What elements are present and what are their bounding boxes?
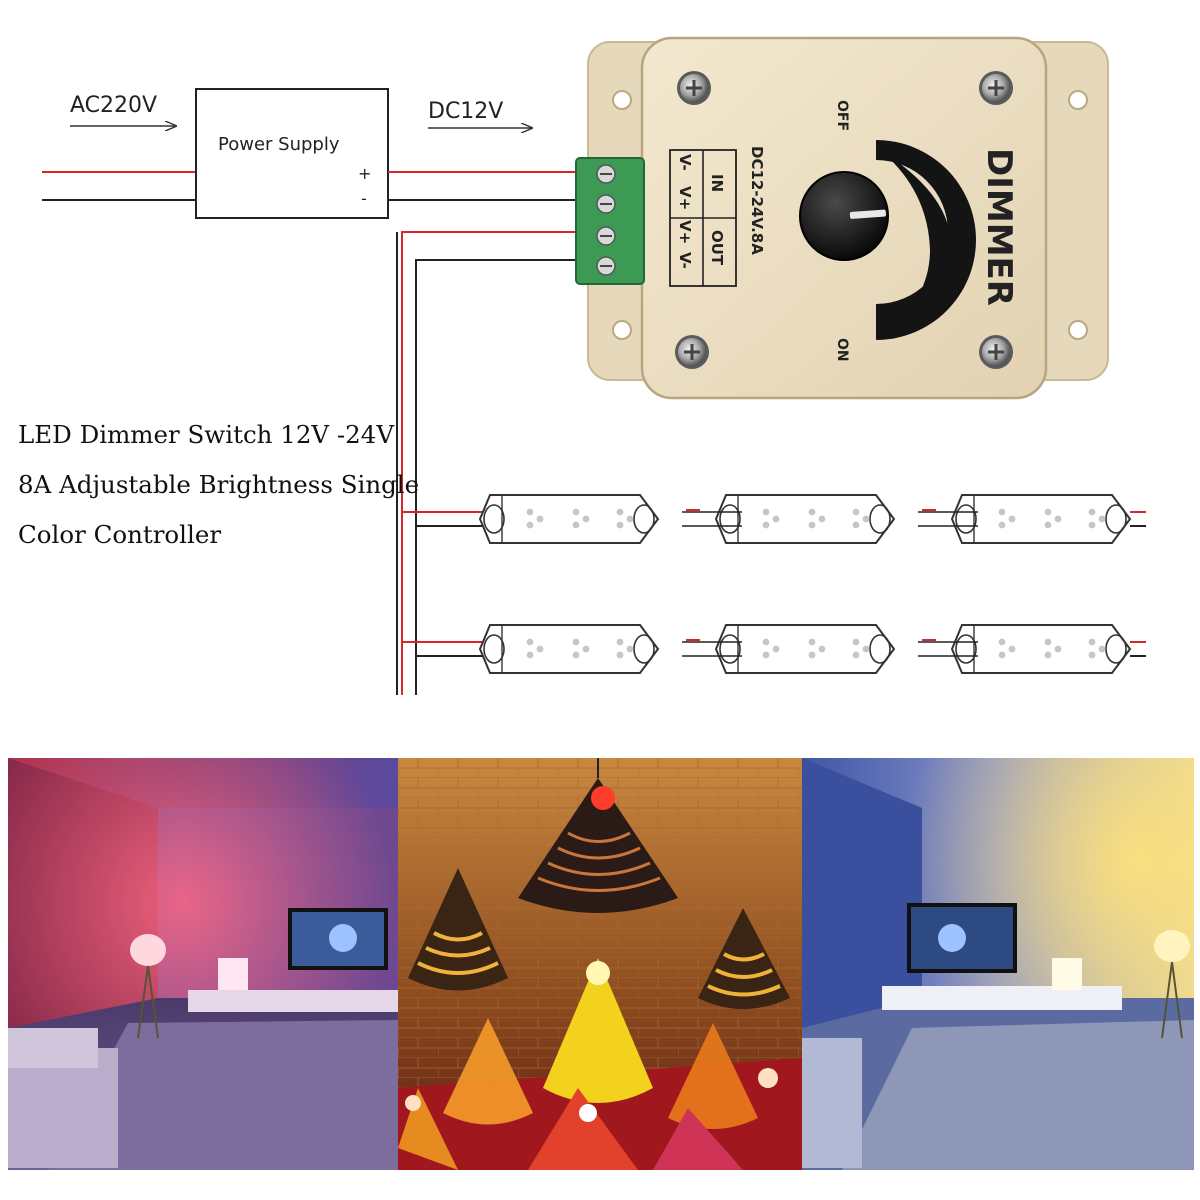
- dimmer-output-wires: [396, 231, 582, 695]
- screw-icon: [673, 333, 711, 371]
- product-caption: LED Dimmer Switch 12V -24V 8A Adjustable…: [18, 410, 420, 560]
- on-label: ON: [834, 338, 850, 362]
- wiring-diagram: AC220V Power Supply + - DC12V: [42, 36, 1146, 695]
- dimmer-brand-label: DIMMER: [979, 148, 1019, 306]
- mount-hole-icon: [1068, 320, 1088, 340]
- dimmer-unit: IN OUT V- V+ V+ V- DC12-24V.8A OFF ON DIMME…: [575, 36, 1109, 400]
- screw-icon: [675, 69, 713, 107]
- photo-pendant-lamps: [398, 758, 802, 1170]
- screw-icon: [977, 69, 1015, 107]
- dimmer-knob[interactable]: [799, 171, 889, 261]
- terminal-pin-label: V-: [676, 154, 694, 171]
- power-supply-label: Power Supply: [218, 134, 340, 155]
- power-supply-box: [195, 88, 389, 219]
- caption-line-2: 8A Adjustable Brightness Single: [18, 470, 420, 499]
- ac-input-label: AC220V: [70, 93, 157, 118]
- off-label: OFF: [834, 100, 850, 131]
- terminal-block: [575, 157, 645, 285]
- brightness-arc-icon: [876, 140, 976, 340]
- mount-hole-icon: [612, 320, 632, 340]
- terminal-pin-label: V+: [676, 220, 694, 244]
- terminal-pin-label: V-: [676, 252, 694, 269]
- terminal-in-label: IN: [708, 174, 726, 192]
- power-supply-plus: +: [358, 164, 371, 183]
- mount-hole-icon: [612, 90, 632, 110]
- dc-output-label: DC12V: [428, 99, 503, 124]
- led-strip-row-1: [479, 494, 1146, 544]
- input-wires: [42, 171, 196, 201]
- terminal-pin-label: V+: [676, 186, 694, 210]
- supply-output-wires: [388, 171, 582, 201]
- dimmer-rating-label: DC12-24V.8A: [748, 146, 766, 255]
- caption-line-3: Color Controller: [18, 520, 222, 549]
- photo-living-room-blue-yellow: [802, 758, 1194, 1170]
- power-supply-minus: -: [361, 189, 367, 208]
- caption-line-1: LED Dimmer Switch 12V -24V: [18, 420, 395, 449]
- screw-icon: [977, 333, 1015, 371]
- led-strip-row-2: [479, 624, 1146, 674]
- mount-hole-icon: [1068, 90, 1088, 110]
- photo-living-room-red: [8, 758, 398, 1170]
- terminal-out-label: OUT: [708, 230, 726, 266]
- brightness-arc-fill: [880, 150, 952, 340]
